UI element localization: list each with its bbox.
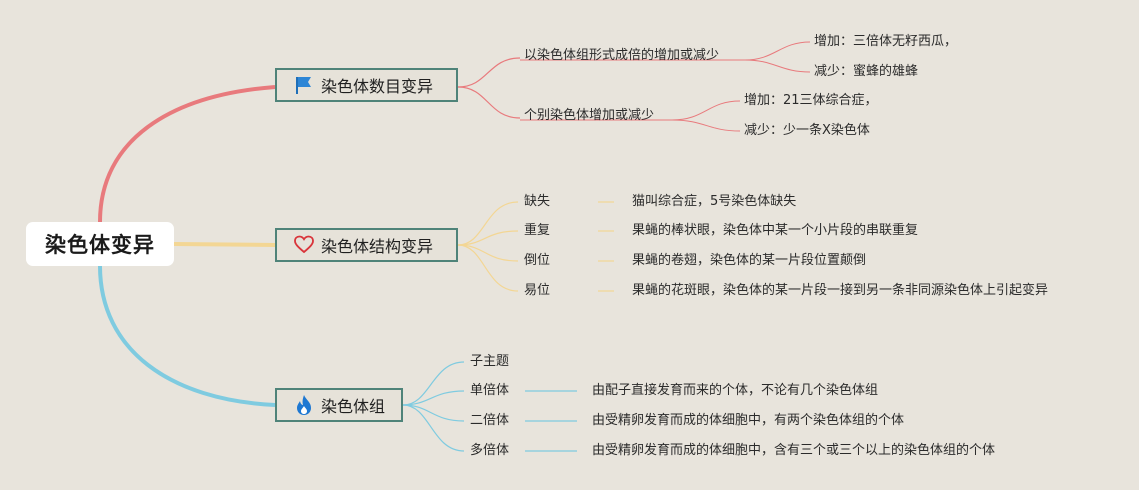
detail-deletion[interactable]: 猫叫综合症，5号染色体缺失 <box>632 194 797 209</box>
branch-topic-numeric-variation[interactable]: 染色体数目变异 <box>275 68 458 102</box>
branch-label-structure: 染色体结构变异 <box>321 237 434 256</box>
leaf-drone-bee[interactable]: 减少：蜜蜂的雄蜂 <box>814 64 919 79</box>
subtopic-diploid[interactable]: 二倍体 <box>470 413 510 428</box>
root-label: 染色体变异 <box>45 233 155 257</box>
branch-topic-structural-variation[interactable]: 染色体结构变异 <box>275 228 458 262</box>
root-topic[interactable]: 染色体变异 <box>26 222 174 266</box>
link-b2-c3 <box>457 244 519 262</box>
link-b3-c4 <box>402 404 465 452</box>
root-link-structure <box>173 242 276 247</box>
root-link-genome <box>98 265 276 407</box>
leaf-triploid-watermelon[interactable]: 增加：三倍体无籽西瓜， <box>814 34 958 49</box>
link-b1-c2 <box>457 86 521 119</box>
leaf-missing-x[interactable]: 减少：少一条X染色体 <box>744 123 870 138</box>
heart-icon <box>293 234 315 256</box>
leaf-trisomy-21[interactable]: 增加：21三体综合症， <box>744 93 878 108</box>
subtopic-deletion[interactable]: 缺失 <box>524 194 551 209</box>
detail-duplication[interactable]: 果蝇的棒状眼，染色体中某一个小片段的串联重复 <box>632 223 919 238</box>
link-b2-c4 <box>457 244 519 292</box>
branch-label-genome: 染色体组 <box>321 397 386 416</box>
link-b1-c1 <box>457 57 521 88</box>
subtopic-inversion[interactable]: 倒位 <box>524 253 551 268</box>
root-link-numeric <box>98 85 276 223</box>
subtopic-duplication[interactable]: 重复 <box>524 223 551 238</box>
link-b1-c2-g2 <box>671 119 741 132</box>
detail-diploid[interactable]: 由受精卵发育而成的体细胞中，有两个染色体组的个体 <box>592 413 905 428</box>
link-b3-c2 <box>402 390 465 406</box>
detail-translocation[interactable]: 果蝇的花斑眼，染色体的某一片段一接到另一条非同源染色体上引起变异 <box>632 283 1049 298</box>
subtopic-translocation[interactable]: 易位 <box>524 283 551 298</box>
detail-polyploid[interactable]: 由受精卵发育而成的体细胞中，含有三个或三个以上的染色体组的个体 <box>592 443 996 458</box>
detail-haploid[interactable]: 由配子直接发育而来的个体，不论有几个染色体组 <box>592 383 879 398</box>
detail-inversion[interactable]: 果蝇的卷翅，染色体的某一片段位置颠倒 <box>632 253 867 268</box>
subtopic-individual-chromosome-change[interactable]: 个别染色体增加或减少 <box>524 108 655 123</box>
link-b3-c1 <box>402 361 465 406</box>
subtopic-polyploid[interactable]: 多倍体 <box>470 443 510 458</box>
branch-topic-chromosome-set[interactable]: 染色体组 <box>275 388 403 422</box>
link-b3-c3 <box>402 404 465 422</box>
branch-label-numeric: 染色体数目变异 <box>321 77 434 96</box>
link-b1-c1-g2 <box>744 59 811 73</box>
subtopic-haploid[interactable]: 单倍体 <box>470 383 510 398</box>
link-b2-c2 <box>457 230 519 246</box>
subtopic-placeholder[interactable]: 子主题 <box>470 354 510 369</box>
link-b1-c1-g1 <box>744 41 811 61</box>
link-b1-c2-g1 <box>671 100 741 121</box>
subtopic-chromosome-set-change[interactable]: 以染色体组形式成倍的增加或减少 <box>524 48 720 63</box>
link-b2-c1 <box>457 201 519 246</box>
flame-icon <box>293 394 315 416</box>
flag-icon <box>293 74 315 96</box>
